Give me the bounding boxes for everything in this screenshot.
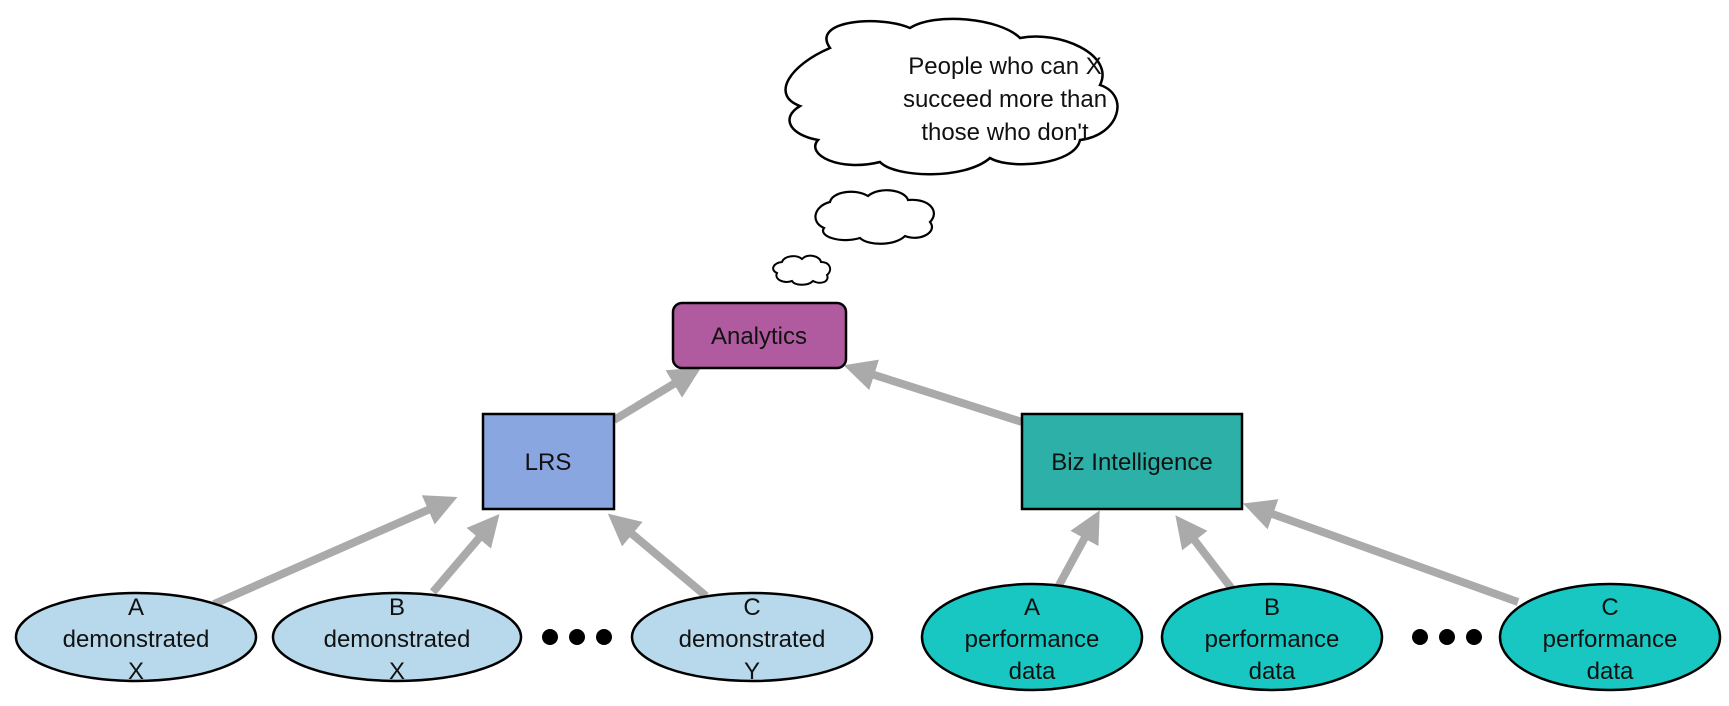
source-ellipse	[1160, 582, 1384, 692]
arrow-biz-to-analytics	[843, 359, 1024, 426]
source-line-2: performance	[1543, 626, 1678, 653]
source-line-2: demonstrated	[324, 626, 471, 653]
source-b-demonstrated: B demonstrated X	[271, 591, 523, 685]
source-line-3: Y	[744, 658, 760, 685]
analytics-node: Analytics	[671, 301, 848, 370]
source-line-1: A	[1024, 594, 1040, 621]
arrow-c-demonstrated-to-lrs	[607, 513, 709, 600]
source-c-performance: C performance data	[1498, 582, 1722, 692]
source-a-performance: A performance data	[920, 582, 1144, 692]
thought-cloud: People who can X succeed more than those…	[784, 17, 1119, 176]
lrs-box	[481, 412, 616, 511]
biz-intelligence-label: Biz Intelligence	[1051, 449, 1212, 476]
source-line-1: A	[128, 594, 144, 621]
source-line-2: performance	[965, 626, 1100, 653]
source-ellipse	[920, 582, 1144, 692]
source-line-3: data	[1249, 658, 1296, 685]
source-line-1: C	[743, 594, 760, 621]
source-line-1: B	[389, 594, 405, 621]
arrow-a-performance-to-biz	[1054, 510, 1100, 589]
source-line-3: X	[389, 658, 405, 685]
arrows	[212, 359, 1520, 608]
source-line-2: demonstrated	[63, 626, 210, 653]
source-ellipse	[271, 591, 523, 683]
source-ellipse	[14, 591, 258, 683]
thought-cloud-shape	[784, 17, 1119, 176]
lrs-node: LRS	[481, 412, 616, 511]
arrow-lrs-to-analytics	[611, 367, 702, 424]
thought-bubble-small	[772, 254, 832, 286]
source-ellipse	[630, 591, 874, 683]
source-line-3: X	[128, 658, 144, 685]
thought-line-2: succeed more than	[903, 86, 1107, 113]
source-b-performance: B performance data	[1160, 582, 1384, 692]
thought-line-1: People who can X	[908, 53, 1101, 80]
analytics-label: Analytics	[711, 323, 807, 350]
source-line-1: C	[1601, 594, 1618, 621]
source-line-3: data	[1009, 658, 1056, 685]
arrow-a-demonstrated-to-lrs	[212, 495, 458, 608]
analytics-box	[671, 301, 848, 370]
source-a-demonstrated: A demonstrated X	[14, 591, 258, 685]
source-line-1: B	[1264, 594, 1280, 621]
source-line-3: data	[1587, 658, 1634, 685]
source-c-demonstrated: C demonstrated Y	[630, 591, 874, 685]
biz-intelligence-node: Biz Intelligence	[1020, 412, 1244, 511]
source-line-2: performance	[1205, 626, 1340, 653]
arrow-b-performance-to-biz	[1175, 515, 1236, 592]
source-ellipse	[1498, 582, 1722, 692]
arrow-c-performance-to-biz	[1242, 499, 1520, 606]
ellipsis-dots-right	[1412, 629, 1482, 645]
biz-intelligence-box	[1020, 412, 1244, 511]
thought-line-3: those who don't	[921, 119, 1089, 146]
ellipsis-dots-left	[542, 629, 612, 645]
lrs-label: LRS	[525, 449, 572, 476]
arrow-b-demonstrated-to-lrs	[429, 513, 500, 595]
source-line-2: demonstrated	[679, 626, 826, 653]
thought-bubble-medium	[814, 189, 935, 245]
